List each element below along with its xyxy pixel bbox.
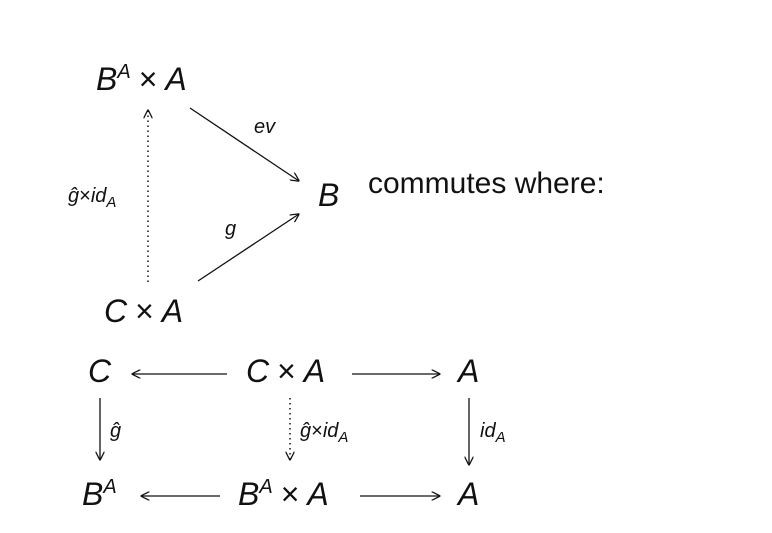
square-diagram: C C×A A ĝ ĝ×idA idA BA BA×A A: [82, 353, 506, 512]
node-b-power-a: BA: [82, 476, 117, 512]
id-label: idA: [480, 420, 506, 446]
commutes-text: commutes where:: [368, 167, 605, 200]
g-label: g: [225, 218, 236, 240]
ev-label: ev: [254, 116, 276, 138]
ghat-label: ĝ: [110, 420, 121, 442]
g-arrow: [197, 214, 299, 282]
ev-arrow: [189, 107, 299, 181]
node-c-times-a-middle: C×A: [246, 353, 325, 389]
ghat-times-id-square-label: ĝ×idA: [300, 420, 348, 446]
ghat-times-id-label: ĝ×idA: [68, 185, 116, 211]
node-b-power-a-times-a: BA×A: [238, 476, 329, 512]
node-b: B: [318, 177, 339, 213]
node-a-bottom: A: [456, 476, 479, 512]
node-exp-times-a: BA×A: [96, 61, 187, 97]
node-c: C: [88, 353, 112, 389]
node-a-top: A: [456, 353, 479, 389]
triangle-diagram: BA×A B C×A ev g ĝ×idA commutes where:: [68, 61, 605, 329]
node-c-times-a: C×A: [104, 293, 183, 329]
